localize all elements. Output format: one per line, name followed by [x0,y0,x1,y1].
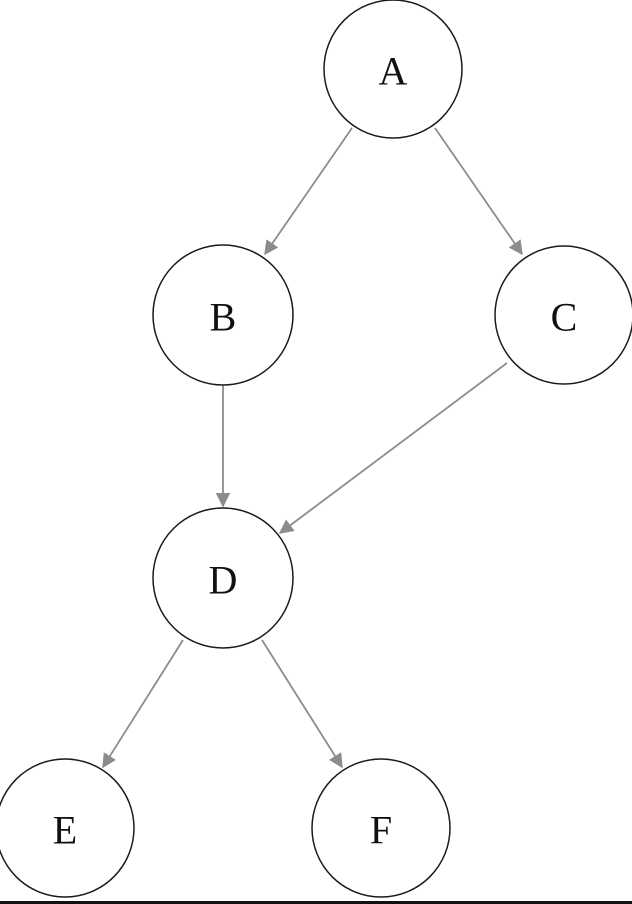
node-f-label: F [370,808,392,853]
edge-a-to-c [434,127,523,256]
node-b: B [152,244,294,386]
node-f: F [311,758,451,898]
node-b-label: B [210,295,237,340]
node-c-circle [494,245,632,385]
edge-d-to-e [102,639,184,769]
node-c: C [494,245,632,385]
node-a-label: A [379,49,408,94]
node-d: D [152,507,294,649]
node-b-circle [152,244,294,386]
node-e-label: E [53,808,77,853]
edge-a-to-b [264,127,353,256]
node-d-circle [152,507,294,649]
node-c-label: C [551,295,578,340]
node-e-circle [0,758,135,898]
edges-layer [102,127,523,769]
bottom-border [0,901,632,904]
edge-d-to-f [261,639,343,769]
node-a-circle [323,0,463,139]
node-f-circle [311,758,451,898]
node-e: E [0,758,135,898]
node-a: A [323,0,463,139]
edge-c-to-d [278,362,508,534]
node-d-label: D [209,558,238,603]
